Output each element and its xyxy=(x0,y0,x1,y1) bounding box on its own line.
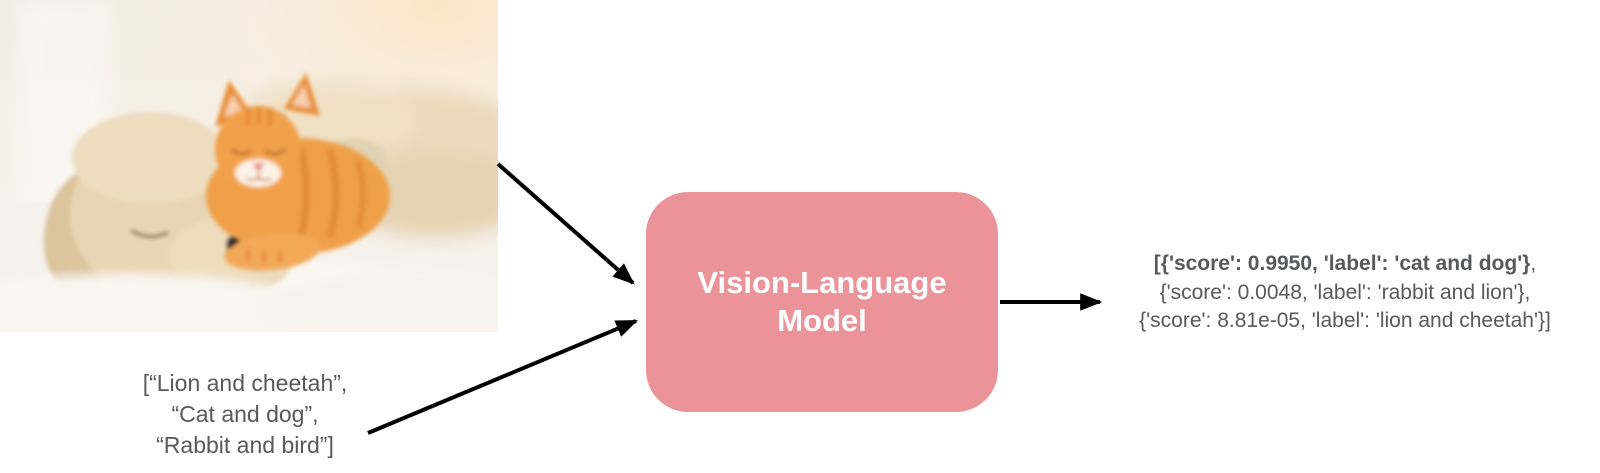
puppy-kitten-photo xyxy=(0,0,498,332)
candidate-label-line: “Cat and dog”, xyxy=(171,401,319,427)
model-box-label-line2: Model xyxy=(777,303,867,338)
candidate-labels-text: [“Lion and cheetah”, “Cat and dog”, “Rab… xyxy=(95,368,395,461)
model-box-label-line1: Vision-Language xyxy=(697,265,947,300)
output-line-1-bold: [{'score': 0.9950, 'label': 'cat and dog… xyxy=(1153,252,1531,275)
output-line-1: [{'score': 0.9950, 'label': 'cat and dog… xyxy=(1095,250,1595,279)
arrow-labels-to-model xyxy=(367,319,639,435)
output-line-3: {'score': 8.81e-05, 'label': 'lion and c… xyxy=(1139,309,1551,332)
output-line-1-tail: , xyxy=(1530,252,1537,275)
photo-illustration xyxy=(0,0,498,332)
model-box: Vision-Language Model xyxy=(646,192,998,412)
arrow-image-to-model xyxy=(496,162,635,285)
candidate-label-line: “Rabbit and bird”] xyxy=(156,432,334,458)
output-scores-text: [{'score': 0.9950, 'label': 'cat and dog… xyxy=(1095,250,1595,336)
output-line-2: {'score': 0.0048, 'label': 'rabbit and l… xyxy=(1159,280,1531,304)
candidate-label-line: [“Lion and cheetah”, xyxy=(142,370,348,396)
